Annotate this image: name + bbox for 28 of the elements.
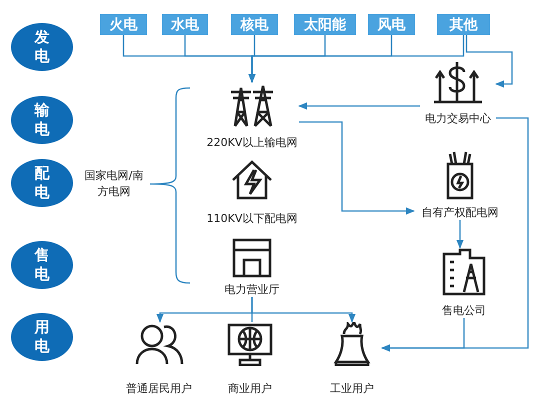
node-label: 售电公司 xyxy=(441,303,487,318)
arrow xyxy=(298,102,420,110)
node-label: 电力交易中心 xyxy=(424,111,492,126)
arrow xyxy=(466,35,513,88)
node-label: 电力营业厅 xyxy=(224,282,280,297)
arrow xyxy=(299,121,415,215)
node-label: 自有产权配电网 xyxy=(420,205,500,220)
node-label: 普通居民用户 xyxy=(125,381,193,396)
source-box: 其他 xyxy=(437,14,490,35)
source-box: 火电 xyxy=(100,14,147,35)
arrow xyxy=(456,220,464,249)
bracket-label: 国家电网/南方电网 xyxy=(84,168,144,200)
node-label: 220KV以上输电网 xyxy=(206,135,298,150)
stage-ellipse: 发电 xyxy=(11,23,73,71)
node-label: 商业用户 xyxy=(227,381,273,396)
stage-ellipse: 售电 xyxy=(11,241,73,289)
node-label: 工业用户 xyxy=(329,381,375,396)
arrow xyxy=(251,297,356,323)
node-label: 110KV以下配电网 xyxy=(206,211,298,226)
source-box: 风电 xyxy=(368,14,415,35)
arrow xyxy=(381,318,465,352)
stage-ellipse: 输电 xyxy=(11,96,73,144)
source-box: 水电 xyxy=(162,14,208,35)
stage-ellipse: 用电 xyxy=(11,313,73,361)
source-box: 核电 xyxy=(231,14,278,35)
arrow xyxy=(248,35,464,83)
stage-ellipse: 配电 xyxy=(11,159,73,207)
source-box: 太阳能 xyxy=(294,14,356,35)
